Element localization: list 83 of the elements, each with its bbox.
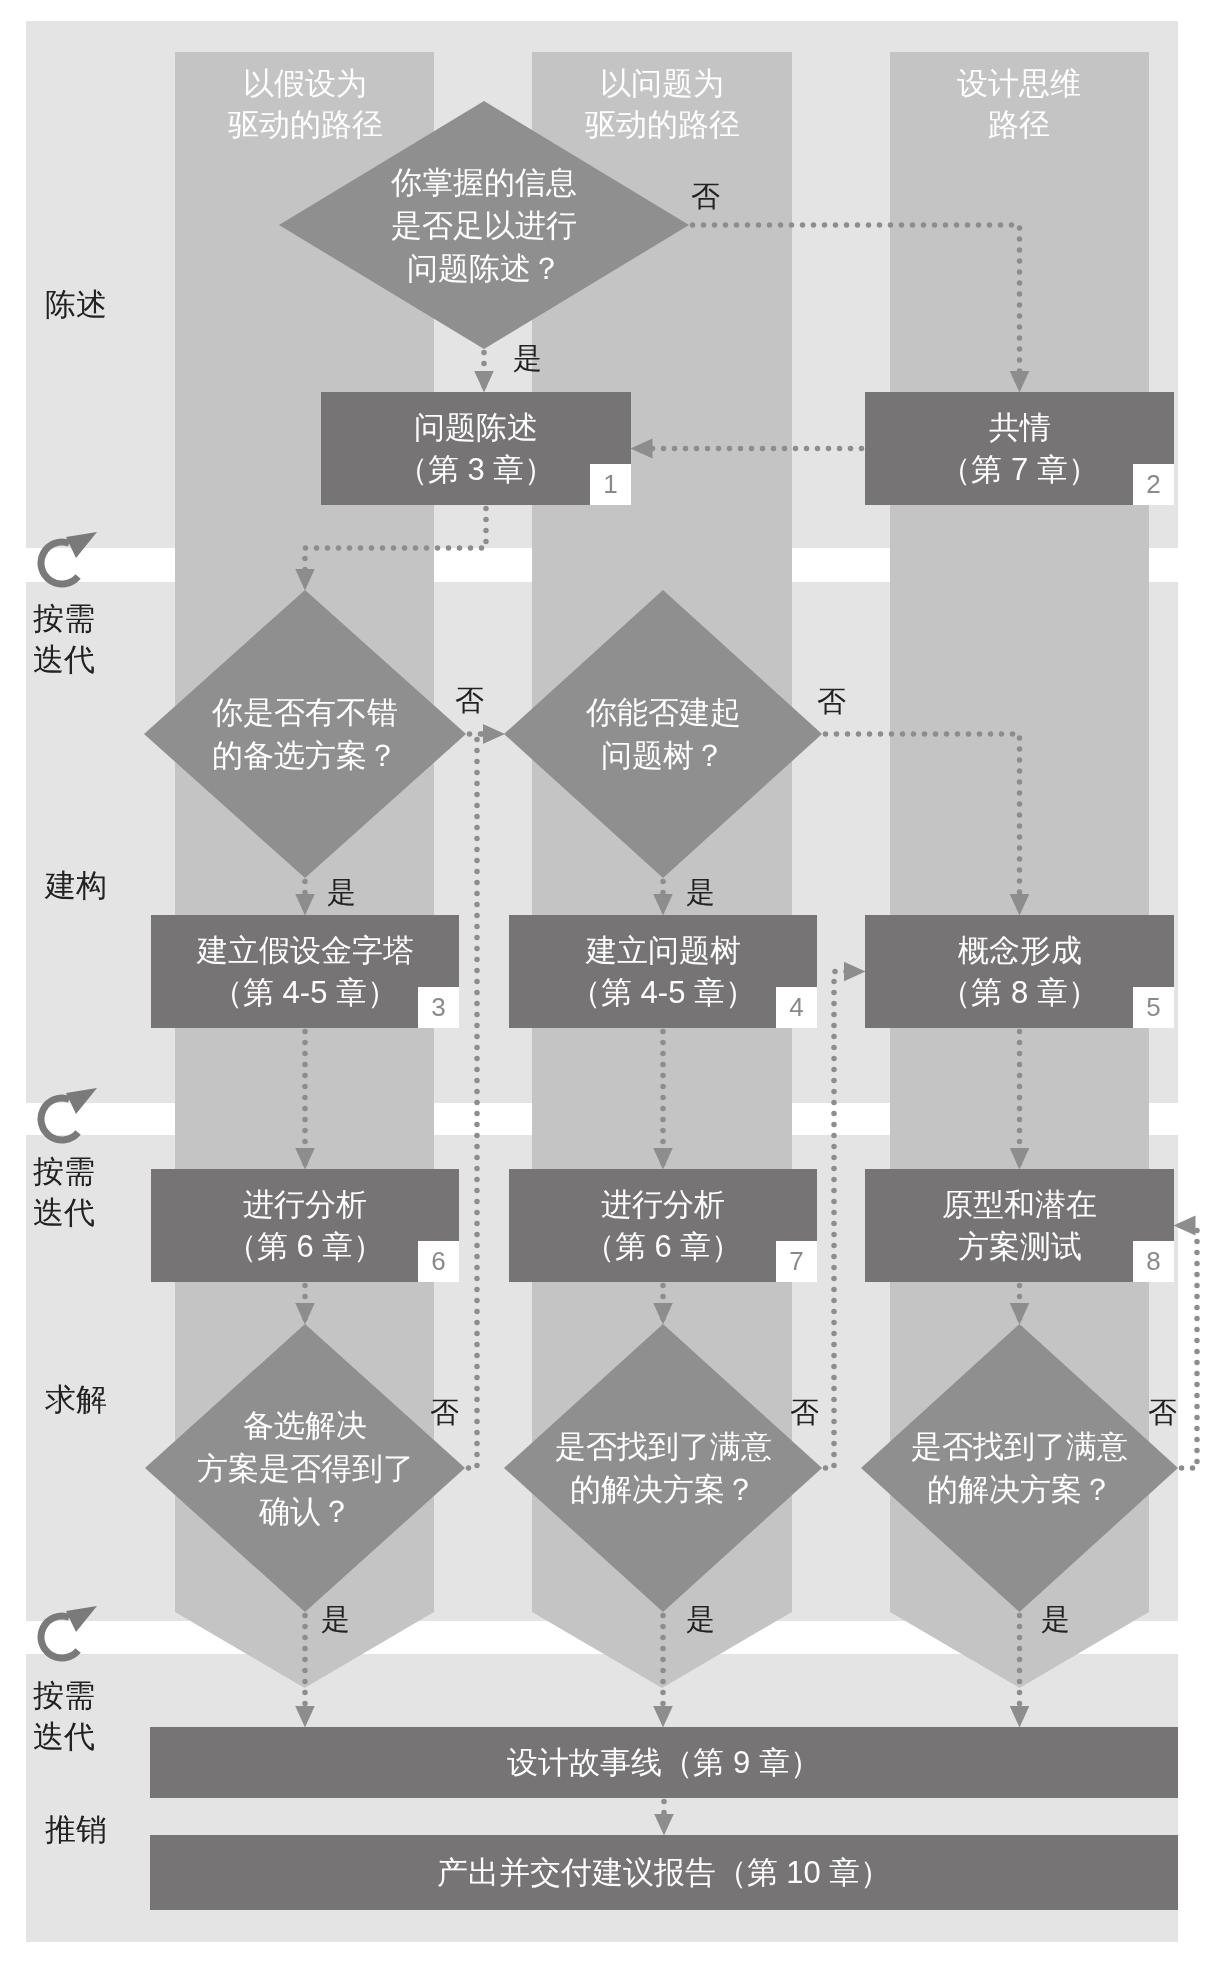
step-title: 原型和潜在方案测试: [941, 1185, 1098, 1266]
process-box: [509, 1169, 817, 1282]
chapter-note: （第 8 章）: [940, 973, 1099, 1012]
phase-label: 求解: [45, 1380, 107, 1419]
question-text: 是否找到了满意的解决方案？: [910, 1428, 1129, 1509]
step-title: 进行分析: [243, 1185, 367, 1224]
question-text: 是否找到了满意的解决方案？: [553, 1428, 773, 1509]
question-text: 备选解决方案是否得到了确认？: [195, 1406, 415, 1531]
step-title: 产出并交付建议报告（第 10 章）: [436, 1853, 892, 1892]
arrow: [689, 222, 1030, 393]
arrow: [295, 1282, 315, 1325]
arrow: [1009, 1612, 1030, 1728]
edge-label: 是: [320, 1602, 350, 1636]
step-number: 5: [1133, 987, 1174, 1028]
phase-label: 陈述: [45, 285, 107, 324]
edge-label: 否: [1147, 1395, 1177, 1429]
arrow: [653, 1028, 673, 1170]
arrow: [1009, 1282, 1030, 1325]
step-number: 4: [776, 987, 817, 1028]
step-number: 1: [590, 464, 631, 505]
step-title: 共情: [988, 408, 1051, 447]
iteration-label: 按需迭代: [33, 1153, 96, 1232]
arrow: [653, 1612, 673, 1728]
arrow: [295, 878, 315, 916]
edge-label: 否: [454, 683, 484, 717]
question-text: 你掌握的信息是否足以进行问题陈述？: [390, 163, 578, 288]
arrow: [822, 961, 866, 1471]
lane-heading: 设计思维路径: [956, 65, 1082, 144]
edge-label: 否: [429, 1395, 459, 1429]
edge-label: 是: [512, 341, 542, 375]
phase-label: 推销: [45, 1810, 107, 1849]
edge-label: 否: [816, 684, 846, 718]
step-title: 建立问题树: [585, 931, 741, 970]
arrow: [822, 731, 1030, 916]
process-box: [509, 915, 817, 1028]
step-title: 进行分析: [601, 1185, 725, 1224]
step-number: 7: [776, 1241, 817, 1282]
chapter-note: （第 3 章）: [396, 450, 556, 489]
iteration-label: 按需迭代: [33, 1677, 96, 1756]
arrow: [1009, 1028, 1030, 1170]
question-text: 你能否建起问题树？: [584, 694, 742, 775]
phase-label: 建构: [45, 866, 107, 905]
lane-heading: 以问题为驱动的路径: [583, 65, 741, 144]
chapter-note: （第 4-5 章）: [570, 973, 756, 1012]
step-number: 3: [418, 987, 459, 1028]
step-title: 设计故事线（第 9 章）: [507, 1743, 821, 1782]
step-title: 建立假设金字塔: [196, 931, 414, 970]
process-box: [865, 1169, 1174, 1282]
step-number: 8: [1133, 1241, 1174, 1282]
edge-label: 是: [326, 875, 356, 909]
question-text: 你是否有不错的备选方案？: [211, 694, 399, 775]
process-box: [865, 392, 1174, 505]
iteration-label: 按需迭代: [33, 600, 96, 679]
step-number: 2: [1133, 464, 1174, 505]
process-bar: [150, 1835, 1178, 1910]
arrow: [295, 505, 489, 591]
process-box: [865, 915, 1174, 1028]
arrow: [295, 1612, 315, 1728]
step-title: 问题陈述: [414, 408, 538, 447]
process-box: [151, 915, 459, 1028]
arrow: [474, 349, 494, 393]
arrow: [653, 1282, 673, 1325]
step-number: 6: [418, 1241, 459, 1282]
process-bar: [150, 1727, 1178, 1798]
chapter-note: （第 6 章）: [225, 1227, 385, 1266]
lane-heading: 以假设为驱动的路径: [226, 65, 384, 144]
arrow: [653, 878, 673, 916]
edge-label: 是: [685, 1602, 715, 1636]
arrow: [654, 1798, 674, 1836]
chapter-note: （第 6 章）: [583, 1227, 743, 1266]
arrow: [1173, 1215, 1200, 1471]
edge-label: 否: [690, 179, 720, 213]
arrow: [630, 438, 865, 459]
edge-label: 是: [1040, 1602, 1070, 1636]
arrow: [465, 724, 505, 1471]
chapter-note: （第 7 章）: [940, 450, 1099, 489]
edge-label: 是: [685, 875, 715, 909]
process-box: [321, 392, 631, 505]
step-title: 概念形成: [957, 931, 1082, 970]
chapter-note: （第 4-5 章）: [212, 973, 398, 1012]
arrow: [295, 1028, 315, 1170]
process-box: [151, 1169, 459, 1282]
edge-label: 否: [789, 1395, 819, 1429]
